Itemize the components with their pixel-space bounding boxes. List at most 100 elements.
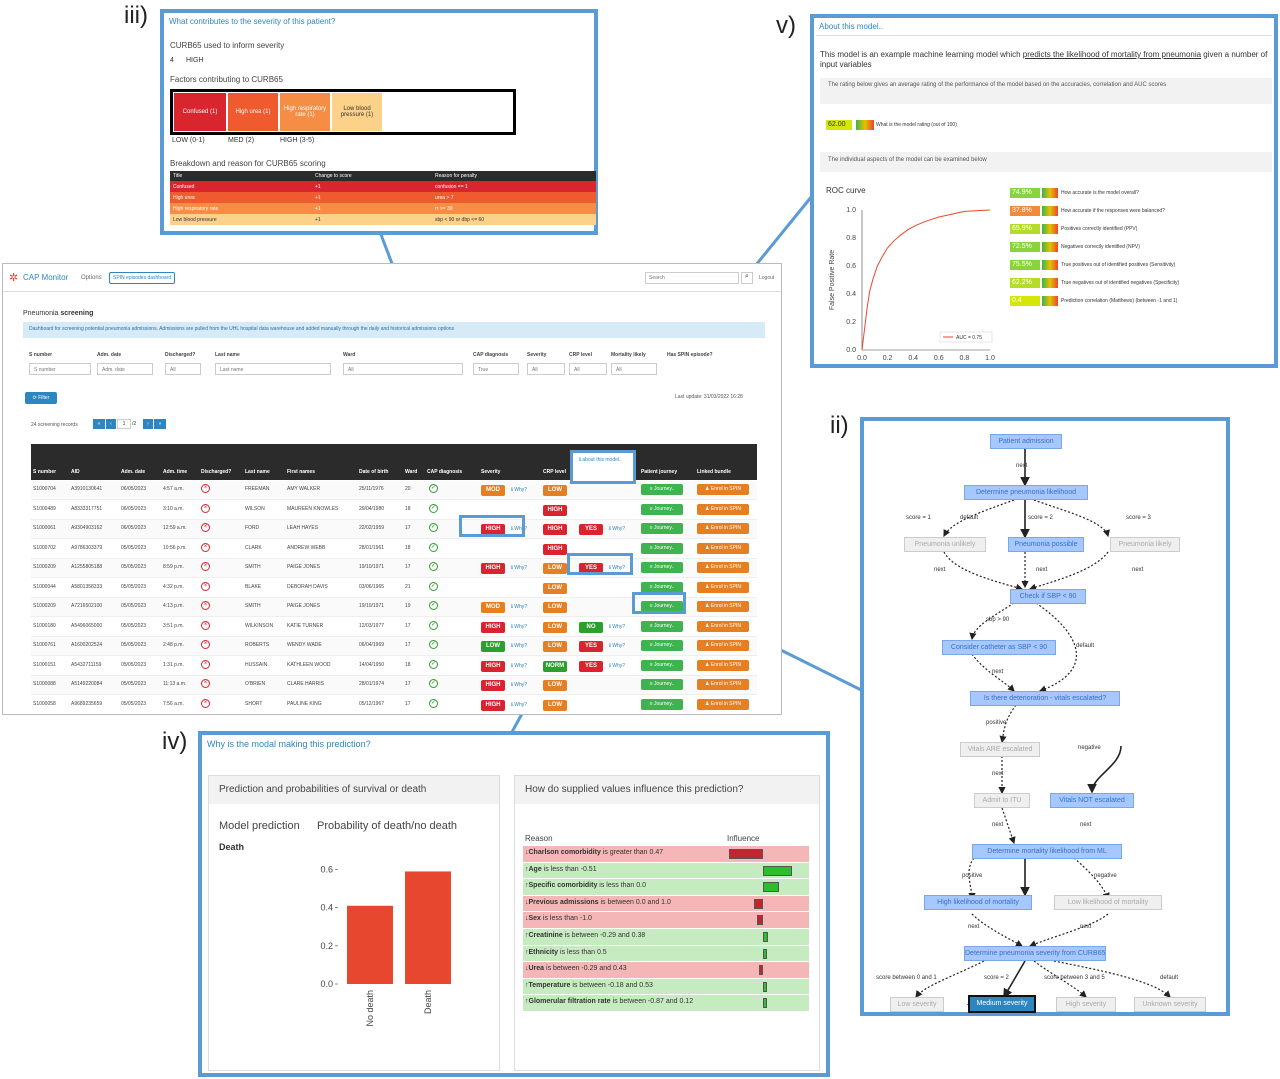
flow-node-vitals-are[interactable]: Vitals ARE escalated (960, 742, 1040, 757)
severity-why-link[interactable]: ℹ Why? (511, 565, 528, 571)
journey-button[interactable]: ≡ Journey.. (641, 503, 683, 515)
filter-input[interactable]: All (165, 363, 201, 375)
mortality-why-link[interactable]: ℹ Why? (609, 643, 626, 649)
flow-node-low-mortality[interactable]: Low likelihood of mortality (1054, 895, 1162, 910)
column-header[interactable]: Discharged? (201, 469, 232, 475)
mortality-why-link[interactable]: ℹ Why? (609, 565, 626, 571)
enrol-spin-button[interactable]: ♟ Enrol in SPIN (697, 640, 749, 651)
journey-button[interactable]: ≡ Journey.. (641, 601, 683, 612)
spin-dashboard-button[interactable]: SPIN episodes dashboard (109, 272, 176, 284)
flow-node-mortality[interactable]: Determine mortality likelihood from ML (972, 844, 1122, 859)
column-header[interactable]: First names (287, 469, 316, 475)
flow-node-low-severity[interactable]: Low severity (890, 997, 944, 1012)
enrol-spin-button[interactable]: ♟ Enrol in SPIN (697, 484, 749, 495)
enrol-spin-button[interactable]: ♟ Enrol in SPIN (697, 620, 749, 632)
journey-button[interactable]: ≡ Journey.. (641, 640, 683, 651)
enrol-spin-button[interactable]: ♟ Enrol in SPIN (697, 659, 749, 671)
flow-node-deterioration[interactable]: Is there deterioration - vitals escalate… (970, 691, 1120, 706)
severity-why-link[interactable]: ℹ Why? (511, 701, 528, 708)
flow-node-determine[interactable]: Determine pneumonia likelihood (964, 485, 1088, 500)
journey-button[interactable]: ≡ Journey.. (641, 620, 683, 632)
flow-node-high-mortality[interactable]: High likelihood of mortality (924, 895, 1032, 910)
severity-why-link[interactable]: ℹ Why? (511, 623, 528, 630)
search-input[interactable] (645, 272, 739, 284)
enrol-spin-button[interactable]: ♟ Enrol in SPIN (697, 523, 749, 534)
filter-input[interactable]: Adm. date (97, 363, 153, 375)
journey-button[interactable]: ≡ Journey.. (641, 523, 683, 534)
next-page-icon[interactable]: › (143, 419, 153, 429)
column-header[interactable]: Date of birth (359, 469, 389, 475)
filter-button[interactable]: ⟳ Filter (25, 392, 57, 404)
severity-why-link[interactable]: ℹ Why? (511, 643, 528, 649)
column-header[interactable]: Linked bundle (697, 469, 731, 475)
enrol-spin-button[interactable]: ♟ Enrol in SPIN (697, 503, 749, 515)
column-header[interactable]: CAP diagnosis (427, 469, 463, 475)
column-header[interactable]: CRP level (543, 469, 566, 475)
flow-node-catheter[interactable]: Consider catheter as SBP < 90 (942, 640, 1056, 655)
column-header[interactable]: Last name (245, 469, 270, 475)
column-header[interactable]: Adm. date (121, 469, 146, 475)
journey-button[interactable]: ≡ Journey.. (641, 581, 683, 593)
first-page-icon[interactable]: « (93, 419, 105, 429)
options-menu[interactable]: Options (81, 275, 102, 281)
filter-input[interactable]: All (527, 363, 565, 375)
flow-node-itu[interactable]: Admit to ITU (974, 793, 1030, 808)
filter-input[interactable]: S number (29, 363, 91, 375)
flow-node-vitals-not[interactable]: Vitals NOT escalated (1050, 793, 1134, 808)
severity-why-link[interactable]: ℹ Why? (511, 682, 528, 688)
journey-button[interactable]: ≡ Journey.. (641, 659, 683, 671)
severity-why-link[interactable]: ℹ Why? (511, 487, 528, 493)
about-model-link[interactable]: ℹ about this model.. (579, 457, 622, 463)
journey-button[interactable]: ≡ Journey.. (641, 679, 683, 690)
journey-button[interactable]: ≡ Journey.. (641, 484, 683, 495)
enrol-spin-button[interactable]: ♟ Enrol in SPIN (697, 679, 749, 690)
flow-node-likely[interactable]: Pneumonia likely (1110, 537, 1180, 552)
filter-input[interactable]: Last name (215, 363, 331, 375)
journey-button[interactable]: ≡ Journey.. (641, 542, 683, 554)
mortality-why-link[interactable]: ℹ Why? (609, 623, 626, 630)
last-page-icon[interactable]: » (154, 419, 166, 429)
filter-input[interactable]: All (611, 363, 657, 375)
mortality-why-link[interactable]: ℹ Why? (609, 662, 626, 669)
enrol-spin-button[interactable]: ♟ Enrol in SPIN (697, 601, 749, 612)
enrol-spin-button[interactable]: ♟ Enrol in SPIN (697, 698, 749, 710)
column-header[interactable]: Adm. time (163, 469, 188, 475)
prev-page-icon[interactable]: ‹ (106, 419, 116, 429)
filter-input[interactable]: All (343, 363, 463, 375)
flow-node-medium-severity[interactable]: Medium severity (968, 995, 1036, 1013)
filter-input[interactable]: True (473, 363, 519, 375)
enrol-spin-button[interactable]: ♟ Enrol in SPIN (697, 581, 749, 593)
severity-why-link[interactable]: ℹ Why? (511, 604, 528, 610)
flow-node-sbp[interactable]: Check if SBP < 90 (1010, 589, 1086, 604)
logout-link[interactable]: Logout (759, 275, 775, 281)
flow-node-possible[interactable]: Pneumonia possible (1008, 537, 1084, 552)
journey-button[interactable]: ≡ Journey.. (641, 698, 683, 710)
column-header[interactable]: Severity (481, 469, 501, 475)
column-header[interactable]: S number (33, 469, 57, 475)
brand-name[interactable]: CAP Monitor (23, 273, 69, 282)
flow-node-severity[interactable]: Determine pneumonia severity from CURB65 (964, 946, 1106, 961)
search-icon[interactable]: ⌕ (741, 272, 753, 284)
column-header[interactable]: Patient journey (641, 469, 678, 475)
flow-node-unlikely[interactable]: Pneumonia unlikely (904, 537, 986, 552)
column-header[interactable]: AID (71, 469, 80, 475)
enrol-spin-button[interactable]: ♟ Enrol in SPIN (697, 562, 749, 573)
mortality-why-link[interactable]: ℹ Why? (609, 526, 626, 532)
journey-button[interactable]: ≡ Journey.. (641, 562, 683, 573)
column-header[interactable]: Ward (405, 469, 418, 475)
filter-input[interactable]: All (569, 363, 607, 375)
flow-node-admission[interactable]: Patient admission (990, 434, 1062, 449)
severity-why-link[interactable]: ℹ Why? (511, 662, 528, 669)
